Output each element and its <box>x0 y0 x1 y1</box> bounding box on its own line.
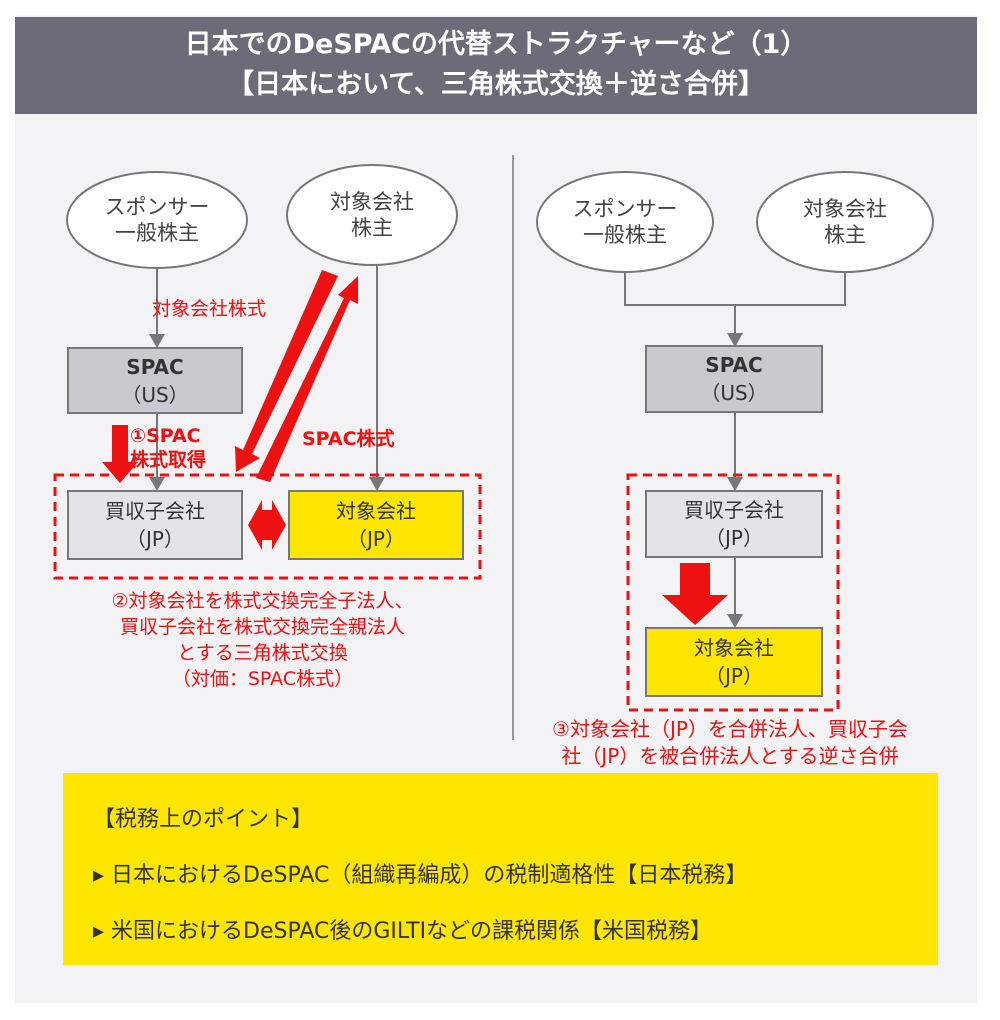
tax-points-title: 【税務上のポイント】 <box>93 807 314 832</box>
acq-sub-box-left: 買収子会社（JP） <box>67 490 243 560</box>
label-spac-shares: SPAC株式 <box>302 428 395 450</box>
target-box-left: 対象会社（JP） <box>288 490 464 560</box>
red-arrow-spac-shares <box>256 276 358 482</box>
spac-box-right: SPAC（US） <box>645 345 823 413</box>
red-arrow-down-left <box>102 425 138 483</box>
spac-box-left: SPAC（US） <box>67 347 243 414</box>
dashed-group-right <box>626 473 840 712</box>
holders-ellipse-left <box>286 164 458 266</box>
red-arrow-target-shares <box>235 270 338 472</box>
tax-point-item: ▸ 米国におけるDeSPAC後のGILTIなどの課税関係【米国税務】 <box>93 919 713 944</box>
tax-points-box: 【税務上のポイント】 ▸ 日本におけるDeSPAC（組織再編成）の税制適格性【日… <box>63 773 938 965</box>
acq-sub-box-right: 買収子会社（JP） <box>645 490 823 558</box>
caption-left: ②対象会社を株式交換完全子法人、買収子会社を株式交換完全親法人とする三角株式交換… <box>111 590 414 690</box>
tax-point-item: ▸ 日本におけるDeSPAC（組織再編成）の税制適格性【日本税務】 <box>93 863 748 888</box>
target-holders-node-right: 対象会社株主 <box>803 197 887 247</box>
label-target-shares: 対象会社株式 <box>152 298 267 320</box>
sponsor-node-right: スポンサー一般株主 <box>572 197 678 247</box>
page-title: 日本でのDeSPACの代替ストラクチャーなど（1） 【日本において、三角株式交換… <box>15 17 977 114</box>
caption-right: ③対象会社（JP）を合併法人、買収子会社（JP）を被合併法人とする逆さ合併 <box>552 717 908 768</box>
target-box-right: 対象会社（JP） <box>645 627 823 697</box>
target-holders-node-left: 対象会社株主 <box>330 190 414 240</box>
red-double-arrow <box>248 500 286 550</box>
sponsor-node-left: スポンサー一般株主 <box>104 195 210 245</box>
title-line-1: 日本でのDeSPACの代替ストラクチャーなど（1） <box>184 29 808 60</box>
title-line-2: 【日本において、三角株式交換＋逆さ合併】 <box>227 69 765 100</box>
red-arrow-merge <box>662 563 728 625</box>
